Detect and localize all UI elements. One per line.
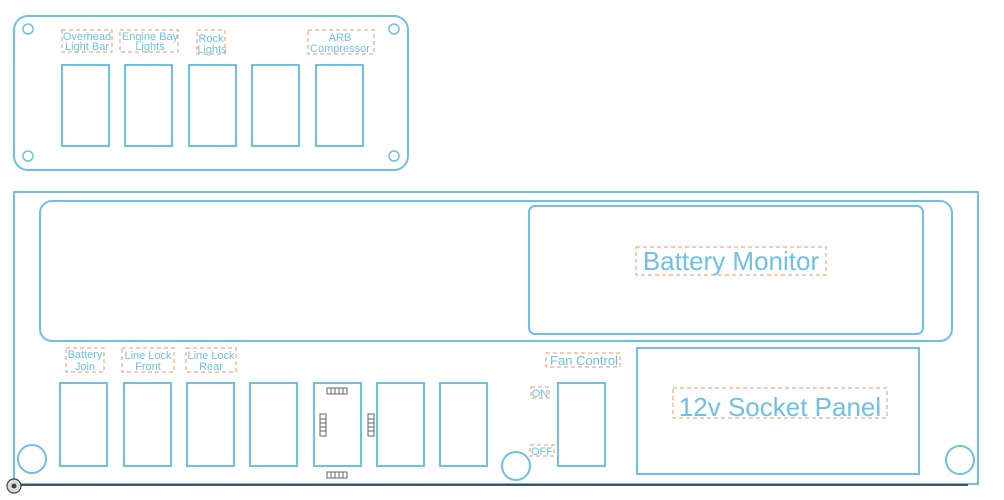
bottom-panel-mount-hole-center <box>501 451 531 481</box>
bottom-switch-selected[interactable] <box>313 382 362 467</box>
socket-panel-label: 12v Socket Panel <box>679 392 881 422</box>
top-panel-mount-hole-bl <box>22 150 34 162</box>
top-switch-5-label-line1: ARB <box>329 32 352 44</box>
bottom-switch-2-label-box <box>121 347 175 373</box>
bottom-switch-blank-1[interactable] <box>249 382 298 467</box>
top-switch-2-label-line2: Lights <box>135 41 165 53</box>
fan-control-label-box <box>545 352 621 368</box>
top-switch-5-label-box <box>307 29 375 55</box>
top-switch-2-label-line1: Engine Bay <box>122 31 179 43</box>
top-panel-mount-hole-tr <box>388 23 400 35</box>
bottom-switch-battery-join[interactable] <box>59 382 108 467</box>
top-switch-blank[interactable] <box>251 64 300 147</box>
bottom-dash-panel: Battery Monitor 12v Socket Panel Fan Con… <box>6 191 979 494</box>
fan-off-label-box <box>529 444 555 457</box>
fan-on-label-box <box>530 386 550 399</box>
socket-panel-cutout <box>636 347 920 475</box>
handle-right[interactable] <box>367 413 375 437</box>
top-switch-3-label-line1: Rock <box>198 33 224 45</box>
top-panel-mount-hole-br <box>388 150 400 162</box>
top-panel-mount-hole-tl <box>22 23 34 35</box>
bottom-switch-3-label-line1: Line Lock <box>187 350 235 362</box>
top-switch-panel: Overhead Light Bar Engine Bay Lights Roc… <box>13 15 409 171</box>
top-switch-1-label-line2: Light Bar <box>65 41 109 53</box>
bottom-switch-3-label-line2: Rear <box>199 361 223 373</box>
top-switch-engine-bay-lights[interactable] <box>124 64 173 147</box>
bottom-switch-2-label-line1: Line Lock <box>124 350 172 362</box>
handle-left[interactable] <box>319 413 327 437</box>
top-switch-3-label-line2: Lights <box>197 44 227 56</box>
bottom-switch-line-lock-rear[interactable] <box>186 382 235 467</box>
bottom-switch-1-label-line1: Battery <box>68 349 103 361</box>
top-switch-2-label-box <box>119 29 179 53</box>
handle-top[interactable] <box>326 387 348 395</box>
selection-handles <box>319 387 375 479</box>
bottom-switch-blank-3[interactable] <box>439 382 488 467</box>
top-switch-5-label-line2: Compressor <box>310 43 370 55</box>
battery-monitor-label: Battery Monitor <box>643 246 820 276</box>
bottom-switch-blank-2[interactable] <box>376 382 425 467</box>
upper-recess-outline <box>39 200 953 342</box>
socket-panel-label-box <box>672 387 888 419</box>
fan-control-label: Fan Control <box>550 353 618 368</box>
bottom-switch-1-label-box <box>65 347 105 373</box>
top-panel-outline <box>13 15 409 171</box>
top-switch-3-label-box <box>196 29 226 55</box>
top-switch-1-label-box <box>61 29 113 53</box>
bottom-panel-outline <box>13 191 979 485</box>
bottom-switch-3-label-box <box>185 347 237 373</box>
top-switch-arb-compressor[interactable] <box>315 64 364 147</box>
battery-monitor-label-box <box>635 246 827 276</box>
battery-monitor-cutout <box>528 205 924 335</box>
fan-off-label: OFF <box>531 446 553 458</box>
bottom-switch-line-lock-front[interactable] <box>123 382 172 467</box>
origin-icon[interactable] <box>6 478 22 494</box>
bottom-panel-mount-hole-left <box>17 444 47 474</box>
handle-bottom[interactable] <box>326 471 348 479</box>
top-switch-rock-lights[interactable] <box>188 64 237 147</box>
fan-control-switch[interactable] <box>557 382 606 467</box>
bottom-switch-2-label-line2: Front <box>135 361 161 373</box>
bottom-switch-1-label-line2: Join <box>75 361 95 373</box>
top-switch-1-label-line1: Overhead <box>63 31 111 43</box>
fan-on-label: ON <box>532 388 549 400</box>
top-switch-overhead-light-bar[interactable] <box>61 64 110 147</box>
bottom-panel-mount-hole-right <box>945 445 975 475</box>
